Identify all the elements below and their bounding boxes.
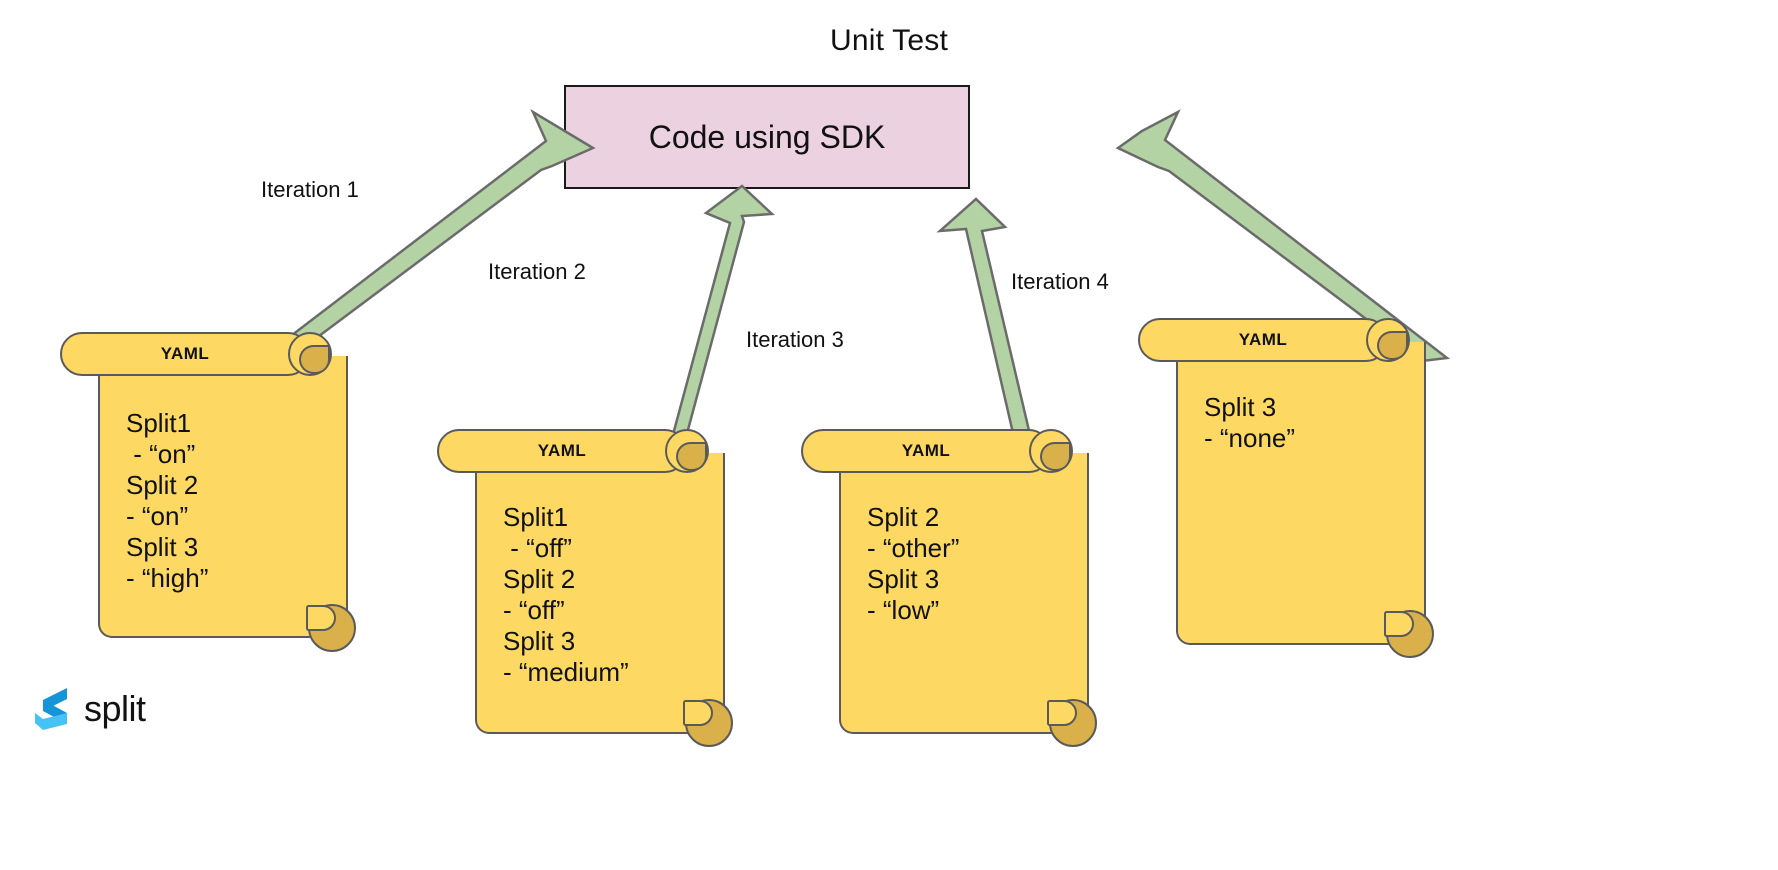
- scroll-body: [475, 453, 725, 734]
- scroll-header-label: YAML: [537, 441, 587, 460]
- yaml-scroll-2: YAML Split1 - “off” Split 2 - “off” Spli…: [437, 429, 737, 759]
- scroll-header: YAML: [801, 429, 1051, 473]
- split-logo-icon: [35, 688, 67, 730]
- scroll-roll-top-icon: [1029, 429, 1073, 473]
- split-logo: split: [33, 686, 146, 732]
- scroll-header-label: YAML: [160, 344, 210, 363]
- scroll-header-label: YAML: [1238, 330, 1288, 349]
- yaml-scroll-1: YAML Split1 - “on” Split 2 - “on” Split …: [60, 332, 360, 662]
- arrow-iteration-1: [258, 108, 596, 362]
- scroll-header: YAML: [60, 332, 310, 376]
- scroll-roll-top-icon: [1366, 318, 1410, 362]
- label-iteration-1: Iteration 1: [261, 177, 359, 202]
- scroll-roll-bottom-icon: [683, 699, 733, 747]
- scroll-header: YAML: [1138, 318, 1388, 362]
- scroll-content: Split 3 - “none”: [1204, 392, 1296, 453]
- scroll-roll-bottom-icon: [306, 604, 356, 652]
- scroll-roll-bottom-icon: [1047, 699, 1097, 747]
- code-using-sdk-box: Code using SDK: [564, 85, 970, 189]
- scroll-body: [839, 453, 1089, 734]
- scroll-content: Split 2 - “other” Split 3 - “low”: [867, 502, 960, 625]
- scroll-header: YAML: [437, 429, 687, 473]
- scroll-roll-top-icon: [288, 332, 332, 376]
- label-iteration-4: Iteration 4: [1011, 269, 1109, 294]
- scroll-body: [1176, 342, 1426, 645]
- split-logo-wordmark: split: [84, 688, 146, 729]
- page-title: Unit Test: [830, 24, 948, 57]
- yaml-scroll-3: YAML Split 2 - “other” Split 3 - “low”: [801, 429, 1101, 759]
- scroll-roll-bottom-icon: [1384, 610, 1434, 658]
- yaml-scroll-4: YAML Split 3 - “none”: [1138, 318, 1438, 658]
- scroll-header-label: YAML: [901, 441, 951, 460]
- label-iteration-2: Iteration 2: [488, 259, 586, 284]
- scroll-content: Split1 - “off” Split 2 - “off” Split 3 -…: [503, 502, 629, 687]
- code-using-sdk-label: Code using SDK: [648, 118, 886, 155]
- scroll-body: [98, 356, 348, 638]
- scroll-content: Split1 - “on” Split 2 - “on” Split 3 - “…: [126, 408, 209, 593]
- scroll-roll-top-icon: [665, 429, 709, 473]
- label-iteration-3: Iteration 3: [746, 327, 844, 352]
